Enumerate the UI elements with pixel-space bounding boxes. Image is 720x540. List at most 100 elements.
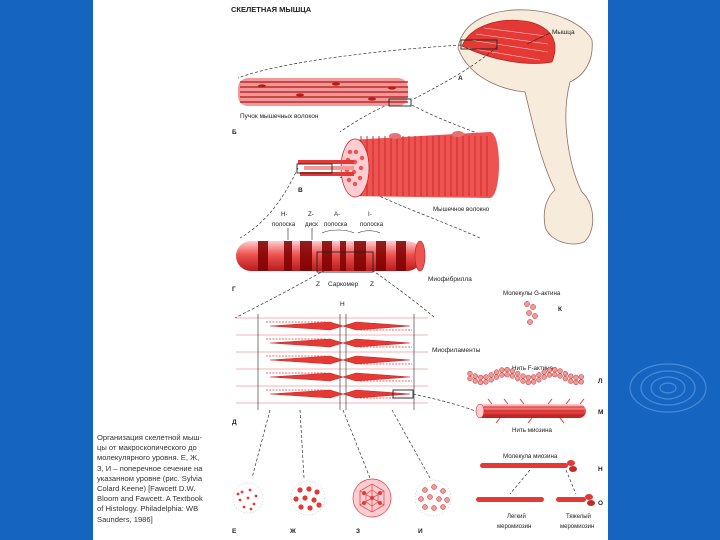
letter-m: М bbox=[598, 409, 603, 416]
figure-caption: Организация скелетной мыш- цы от макроск… bbox=[97, 433, 221, 525]
actin-bead bbox=[552, 366, 558, 373]
actin-bead bbox=[509, 368, 516, 374]
cross-section-e bbox=[232, 482, 264, 514]
letter-g: Г bbox=[232, 286, 236, 293]
actin-bead bbox=[578, 374, 584, 380]
actin-bead bbox=[477, 374, 484, 381]
actin-bead bbox=[568, 373, 574, 379]
label-z-left: Z bbox=[316, 281, 320, 288]
band-pointers bbox=[287, 228, 381, 240]
letter-o: О bbox=[598, 500, 603, 507]
letter-zh: Ж bbox=[289, 528, 296, 535]
label-z-disk-2: диск bbox=[305, 221, 318, 228]
label-myosin-filament: Нить миозина bbox=[512, 427, 552, 434]
actin-bead bbox=[499, 367, 505, 373]
label-heavy-meromyosin-1: Тяжелый bbox=[566, 513, 591, 520]
actin-bead bbox=[477, 379, 484, 386]
actin-bead bbox=[520, 373, 526, 379]
ripple-decoration bbox=[629, 363, 707, 413]
label-a-band-1: А- bbox=[334, 211, 340, 218]
caption-line: З, И – поперечное сечение на bbox=[97, 463, 203, 473]
actin-bead bbox=[573, 379, 579, 386]
cross-section-zh bbox=[290, 480, 326, 516]
caption-line: Bloom and Fawcett. A Textbook bbox=[97, 494, 203, 504]
muscle-fiber bbox=[296, 131, 499, 198]
label-z-right: Z bbox=[370, 281, 374, 288]
actin-bead bbox=[483, 374, 489, 380]
fiber-bundle bbox=[238, 78, 412, 107]
label-z-disk-1: Z- bbox=[308, 211, 314, 218]
actin-bead bbox=[541, 369, 547, 375]
caption-line: Saunders, 1986] bbox=[97, 514, 153, 524]
actin-bead bbox=[493, 369, 500, 375]
caption-line: молекулярного уровня. Е, Ж, bbox=[97, 453, 200, 463]
actin-bead bbox=[504, 371, 510, 378]
actin-bead bbox=[530, 379, 537, 385]
actin-bead bbox=[472, 373, 478, 379]
myofibril bbox=[236, 240, 426, 273]
caption-line: Организация скелетной мыш- bbox=[97, 433, 203, 442]
label-myosin-molecule: Молекула миозина bbox=[503, 453, 558, 460]
label-sarcomere: Саркомер bbox=[328, 281, 359, 288]
label-heavy-meromyosin-2: меромиозин bbox=[560, 524, 594, 530]
actin-bead bbox=[525, 374, 531, 381]
label-light-meromyosin-2: меромиозин bbox=[497, 524, 531, 530]
figure-title: СКЕЛЕТНАЯ МЫШЦА bbox=[231, 5, 312, 14]
light-meromyosin bbox=[476, 497, 544, 502]
actin-bead bbox=[546, 372, 553, 378]
actin-bead bbox=[536, 372, 542, 378]
skeletal-muscle-diagram: СКЕЛЕТНАЯ МЫШЦА Мышца А bbox=[231, 5, 603, 535]
caption-line: Colard Keene) [Fawcett D.W. bbox=[97, 484, 196, 494]
label-h-band-1: Н- bbox=[281, 211, 288, 218]
letter-i: И bbox=[418, 528, 423, 535]
label-fiber-bundle: Пучок мышечных волокон bbox=[240, 113, 319, 120]
actin-bead bbox=[488, 372, 494, 378]
actin-bead bbox=[541, 374, 547, 380]
actin-bead bbox=[546, 367, 553, 373]
myofilaments bbox=[236, 314, 428, 410]
label-g-actin: Молекулы G-актина bbox=[503, 290, 561, 297]
myosin-molecule bbox=[480, 460, 577, 472]
actin-bead bbox=[467, 375, 473, 382]
arm-illustration bbox=[457, 9, 594, 245]
label-i-band-2: полоска bbox=[360, 221, 384, 228]
actin-bead bbox=[472, 378, 478, 384]
actin-bead bbox=[536, 377, 542, 383]
g-actin-molecules bbox=[524, 301, 538, 325]
actin-bead bbox=[573, 374, 579, 381]
letter-n: Н bbox=[598, 466, 603, 473]
actin-bead bbox=[483, 379, 489, 385]
actin-bead bbox=[578, 379, 584, 385]
letter-a: А bbox=[458, 75, 463, 82]
caption-line: указанном уровне (рис. Sylvia bbox=[97, 473, 203, 483]
label-myofibril: Миофибрилла bbox=[428, 275, 472, 283]
meromyosin-connectors bbox=[509, 469, 577, 495]
actin-bead bbox=[509, 373, 516, 379]
myosin-filament bbox=[475, 398, 586, 424]
actin-bead bbox=[525, 379, 531, 386]
actin-bead bbox=[530, 374, 537, 380]
band-labels: Н- полоска Z- диск А- полоска I- полоска bbox=[272, 211, 384, 228]
label-f-actin: Нить F-актина bbox=[512, 365, 553, 372]
actin-bead bbox=[557, 368, 563, 374]
label-a-band-2: полоска bbox=[324, 221, 348, 228]
label-h-band-2: полоска bbox=[272, 221, 296, 228]
actin-bead bbox=[515, 370, 521, 377]
heavy-meromyosin bbox=[556, 494, 595, 506]
actin-bead bbox=[562, 375, 569, 382]
letter-l: Л bbox=[598, 378, 603, 385]
cross-section-z bbox=[352, 478, 392, 518]
actin-bead bbox=[568, 378, 574, 384]
actin-bead bbox=[499, 372, 505, 378]
actin-bead bbox=[520, 378, 526, 384]
label-myofilaments: Миофиламенты bbox=[432, 347, 481, 354]
actin-bead bbox=[488, 377, 494, 383]
actin-bead bbox=[467, 370, 473, 377]
actin-bead bbox=[562, 370, 569, 377]
letter-k: К bbox=[558, 306, 562, 313]
label-muscle-fiber: Мышечное волокно bbox=[433, 206, 490, 213]
actin-bead bbox=[515, 375, 521, 382]
cross-section-i bbox=[414, 479, 452, 517]
label-muscle: Мышца bbox=[552, 29, 575, 36]
letter-b: Б bbox=[232, 129, 237, 136]
